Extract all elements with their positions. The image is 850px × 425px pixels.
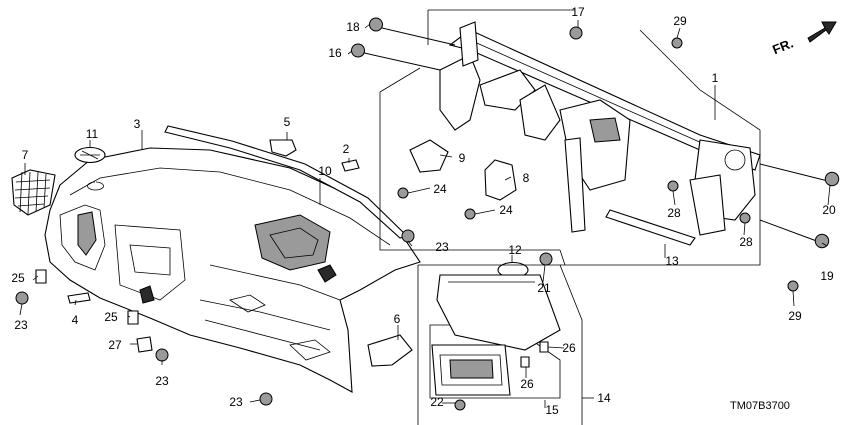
- bolt-19: [759, 219, 823, 244]
- label-part-4: [67, 292, 91, 304]
- screw-23-c: [401, 229, 415, 243]
- nut-28-right: [739, 212, 751, 224]
- assembly-frame-14: [417, 264, 583, 425]
- callout-13: 13: [665, 254, 679, 268]
- callout-25-a: 25: [11, 271, 25, 285]
- callout-7: 7: [22, 148, 29, 162]
- callout-22: 22: [430, 395, 444, 409]
- bolt-29-top: [671, 37, 683, 49]
- callout-29-a: 29: [673, 14, 687, 28]
- screw-23-d: [259, 392, 273, 406]
- pin-part-2: [341, 159, 360, 172]
- clip-part-25-right: [127, 310, 139, 325]
- callout-24-b: 24: [499, 203, 513, 217]
- leader-lines: [19, 20, 831, 408]
- callout-23-a: 23: [14, 318, 28, 332]
- callout-17: 17: [571, 5, 585, 19]
- bracket-part-9: [409, 139, 449, 173]
- callout-26-a: 26: [562, 341, 576, 355]
- callout-28-a: 28: [667, 206, 681, 220]
- callout-3: 3: [134, 117, 141, 131]
- bolt-16: [359, 51, 441, 71]
- bolt-21: [539, 252, 553, 266]
- callout-6: 6: [394, 312, 401, 326]
- callout-29-b: 29: [788, 309, 802, 323]
- callout-23-b: 23: [155, 374, 169, 388]
- side-vent: [11, 169, 56, 216]
- callout-15: 15: [545, 403, 559, 417]
- callout-23-d: 23: [229, 395, 243, 409]
- front-direction-arrow: [807, 21, 837, 43]
- callout-25-b: 25: [104, 310, 118, 324]
- callout-9: 9: [459, 151, 466, 165]
- callout-8: 8: [523, 171, 530, 185]
- nut-28-left: [667, 180, 679, 192]
- screw-23-a: [15, 291, 29, 305]
- bolt-24-upper: [397, 187, 409, 199]
- clip-part-5: [269, 139, 297, 157]
- bolt-17: [569, 26, 583, 40]
- callout-19: 19: [820, 269, 834, 283]
- brace-part-13: [605, 209, 696, 246]
- callout-14: 14: [597, 391, 611, 405]
- assembly-frame-1: [379, 9, 761, 266]
- direction-label: FR.: [770, 35, 795, 57]
- callout-28-b: 28: [739, 235, 753, 249]
- bolt-20: [759, 163, 833, 183]
- clip-part-25-left: [35, 269, 47, 284]
- screw-23-b: [155, 348, 169, 362]
- cover-part-6: [367, 334, 413, 367]
- callout-23-c: 23: [435, 240, 449, 254]
- bracket-part-8: [484, 159, 517, 201]
- instrument-panel: [44, 147, 421, 393]
- callout-16: 16: [328, 46, 342, 60]
- clip-26-upper: [539, 341, 549, 353]
- callout-11: 11: [86, 127, 99, 141]
- callout-4: 4: [72, 313, 79, 327]
- bolt-24-lower: [464, 208, 476, 220]
- callout-10: 10: [318, 164, 332, 178]
- steering-hanger-beam: [439, 21, 761, 236]
- diagram-code: TM07B3700: [730, 400, 790, 412]
- callout-21: 21: [537, 281, 551, 295]
- callout-5: 5: [284, 115, 291, 129]
- bolt-22: [454, 399, 466, 411]
- callout-20: 20: [822, 203, 836, 217]
- clip-part-27: [136, 336, 153, 353]
- clip-26-lower: [520, 356, 530, 368]
- bolt-18: [377, 26, 456, 46]
- callout-2: 2: [343, 142, 350, 156]
- callout-24-a: 24: [433, 182, 447, 196]
- bolt-29-bottom: [787, 280, 799, 292]
- airbag-lid: [436, 274, 561, 351]
- callout-26-b: 26: [520, 377, 534, 391]
- callout-27: 27: [108, 338, 122, 352]
- callout-1: 1: [712, 71, 719, 85]
- callout-18: 18: [346, 20, 360, 34]
- callout-12: 12: [508, 243, 522, 257]
